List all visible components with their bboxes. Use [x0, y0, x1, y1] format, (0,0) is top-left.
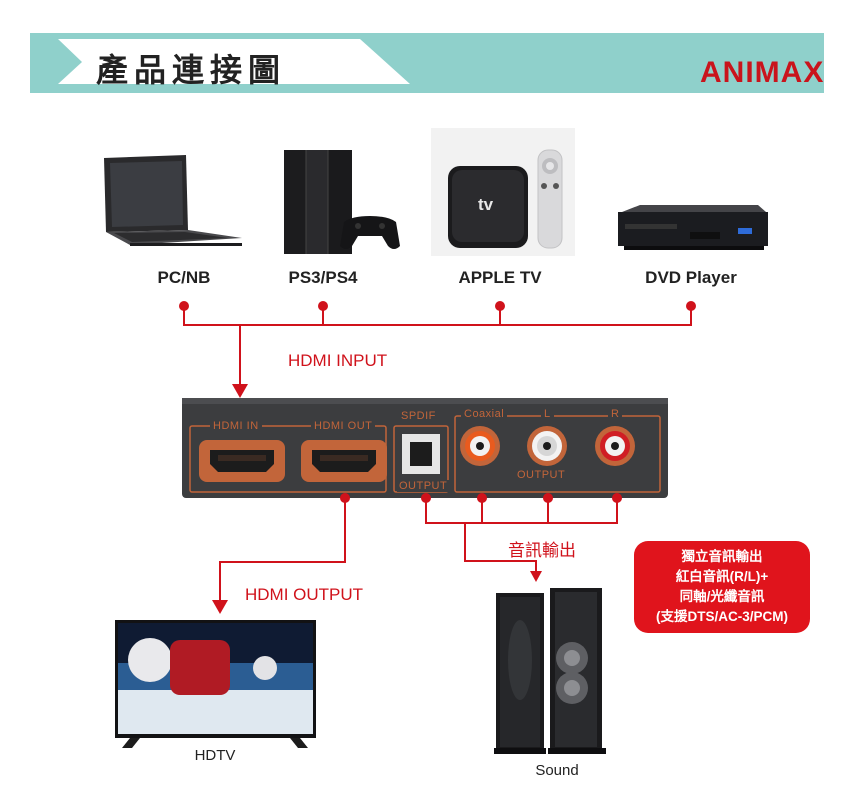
connector-dot — [477, 493, 487, 503]
connector-dot — [495, 301, 505, 311]
connector-dot — [318, 301, 328, 311]
connector-dot — [612, 493, 622, 503]
audio-left-port[interactable] — [527, 426, 567, 466]
connector-dot — [543, 493, 553, 503]
audio-right-port[interactable] — [595, 426, 635, 466]
hdtv-caption: HDTV — [194, 747, 236, 764]
hdtv-icon — [115, 620, 316, 748]
coaxial-port[interactable] — [460, 426, 500, 466]
source-label-pc: PC/NB — [157, 268, 211, 287]
connector-dot — [179, 301, 189, 311]
speaker-right-icon — [548, 588, 606, 754]
dvd-player-icon — [618, 205, 768, 250]
hdmi-output-label: HDMI OUTPUT — [245, 585, 364, 604]
coaxial-label: Coaxial — [461, 408, 508, 420]
feature-note-badge: 獨立音訊輸出 紅白音訊(R/L)+ 同軸/光纖音訊 (支援DTS/AC-3/PC… — [634, 541, 810, 633]
hdmi-out-label: HDMI OUT — [311, 420, 376, 432]
spdif-label: SPDIF — [401, 410, 436, 422]
spdif-optical-port[interactable] — [393, 425, 449, 493]
speaker-left-icon — [494, 593, 546, 754]
hdmi-in-port[interactable] — [199, 440, 285, 482]
arrow-down-icon — [530, 571, 542, 582]
connector-dot — [340, 493, 350, 503]
connector-dot — [421, 493, 431, 503]
connector-dot — [686, 301, 696, 311]
audio-output-caption: 音訊輸出 — [508, 541, 576, 560]
page-title: 產品連接圖 — [96, 51, 287, 89]
note-line: 獨立音訊輸出 — [681, 549, 763, 564]
hdmi-in-label: HDMI IN — [210, 420, 262, 432]
arrow-down-icon — [212, 600, 228, 614]
source-label-ps: PS3/PS4 — [288, 268, 358, 287]
apple-tv-icon — [431, 128, 575, 256]
header-band — [30, 33, 824, 93]
game-console-icon — [284, 150, 400, 254]
right-channel-label: R — [608, 408, 623, 420]
left-channel-label: L — [541, 408, 554, 420]
apple-tv-screen-text: tv — [478, 195, 494, 214]
sound-caption: Sound — [535, 762, 579, 779]
optical-output-label: OUTPUT — [397, 480, 450, 492]
note-line: (支援DTS/AC-3/PCM) — [656, 609, 788, 624]
hdmi-out-port[interactable] — [301, 440, 387, 482]
audio-output-label: OUTPUT — [514, 469, 569, 481]
note-line: 紅白音訊(R/L)+ — [675, 569, 769, 584]
source-label-apple-tv: APPLE TV — [458, 268, 542, 287]
laptop-icon — [104, 155, 242, 246]
arrow-down-icon — [232, 384, 248, 398]
note-line: 同軸/光纖音訊 — [679, 589, 765, 604]
source-label-dvd: DVD Player — [645, 268, 737, 287]
hdmi-input-label: HDMI INPUT — [288, 351, 388, 370]
brand-logo: ANIMAX — [700, 56, 825, 89]
hdmi-input-wiring — [183, 306, 692, 385]
